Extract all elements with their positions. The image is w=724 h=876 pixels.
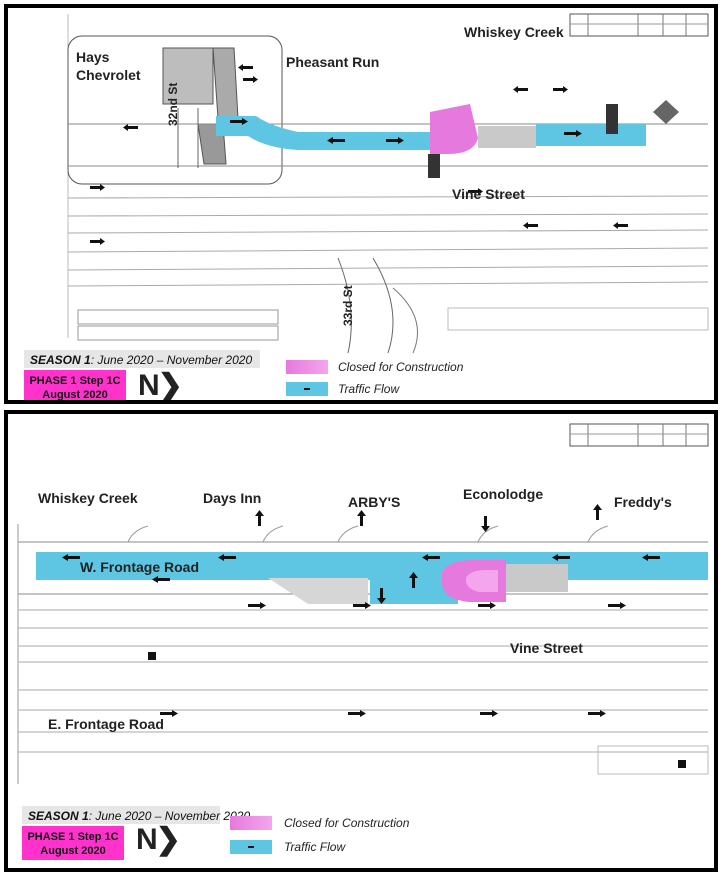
flow-band-west [216,116,430,150]
legend-swatch-flow [230,840,272,854]
label-33rd-st: 33rd St [341,285,355,326]
label-w-frontage-road: W. Frontage Road [80,559,199,575]
label-days-inn: Days Inn [203,490,262,506]
legend-label-flow: Traffic Flow [284,840,346,854]
flow-band-east [536,124,646,146]
label-32nd-st: 32nd St [166,82,180,126]
bottom-map-drawing [17,423,709,784]
season-banner-top: SEASON 1: June 2020 – November 2020 [24,350,260,368]
label-freddys: Freddy's [614,494,672,510]
north-arrow-icon: N❯ [136,823,181,856]
map-panel-top: Hays Chevrolet Pheasant Run Whiskey Cree… [4,4,718,404]
legend-swatch-closed [230,816,272,830]
label-whiskey-creek: Whiskey Creek [464,24,564,40]
map-panel-bottom: Whiskey Creek Days Inn ARBY'S Econolodge… [4,410,718,872]
label-arbys: ARBY'S [348,494,401,510]
legend-swatch-flow [286,382,328,396]
legend-swatch-closed [286,360,328,374]
legend-label-closed: Closed for Construction [338,360,464,374]
label-whiskey-creek: Whiskey Creek [38,490,138,506]
label-econolodge: Econolodge [463,486,544,502]
north-arrow-icon: N❯ [138,369,183,402]
top-map-drawing [67,13,709,354]
label-hays-chevrolet: Hays Chevrolet [76,49,141,83]
closed-zone [430,104,478,154]
legend-label-closed: Closed for Construction [284,816,410,830]
label-vine-street: Vine Street [510,640,583,656]
label-vine-street: Vine Street [452,186,525,202]
phase-badge-top: PHASE 1 Step 1C August 2020 [24,370,126,400]
phase-badge-bottom: PHASE 1 Step 1C August 2020 [22,826,124,860]
label-pheasant-run: Pheasant Run [286,54,380,70]
legend-label-flow: Traffic Flow [338,382,400,396]
label-e-frontage-road: E. Frontage Road [48,716,164,732]
season-banner-bottom: SEASON 1: June 2020 – November 2020 [22,806,250,824]
